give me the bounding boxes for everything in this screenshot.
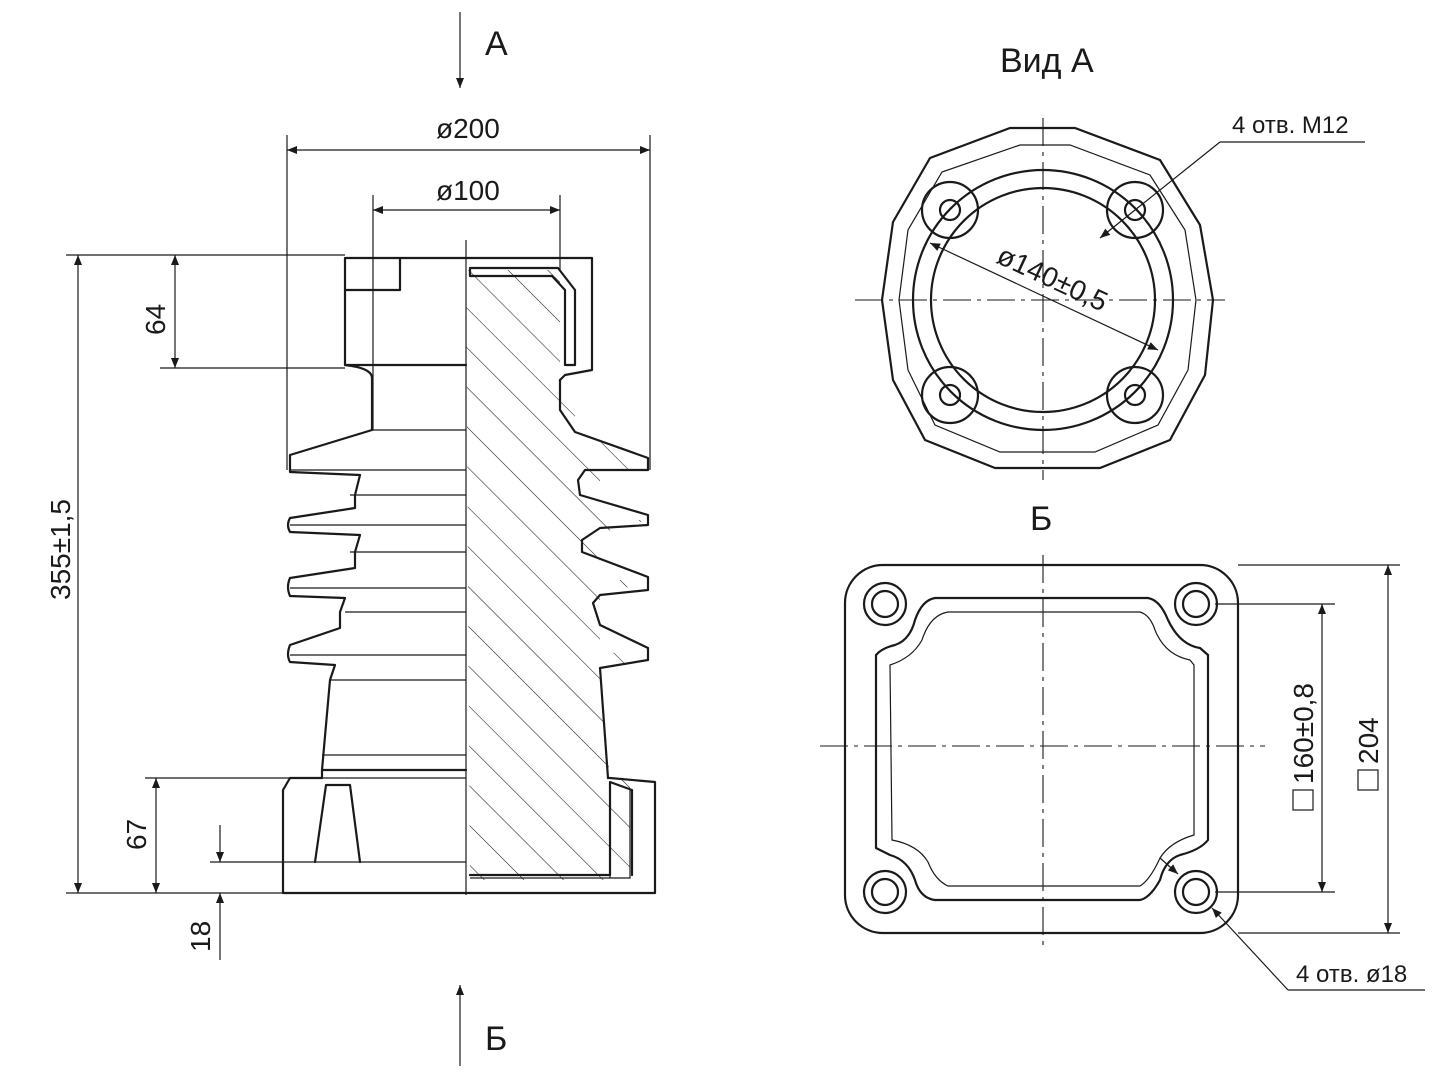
view-a: Вид А ø140±0,5 4 отв. М12 [855,42,1365,480]
dim-base-height: 18 [185,921,216,952]
view-a-title: Вид А [1000,42,1094,80]
dim-inner-diameter: ø100 [436,175,500,206]
arrow-b-label: Б [485,1020,507,1058]
holes-m12 [920,180,1165,425]
dim-top-height: 64 [140,304,171,335]
dim-outer-diameter: ø200 [436,113,500,144]
view-arrow-a: А [456,12,508,88]
view-arrow-b: Б [456,985,507,1066]
holes-d18 [862,581,1219,915]
view-b-title: Б [1030,500,1052,538]
holes-m12-label: 4 отв. М12 [1232,112,1349,139]
dim-square-outer: 204 [1353,717,1384,764]
view-b: Б 160±0,8 204 4 отв. [820,500,1425,991]
dim-bottom-height: 67 [121,819,152,850]
insulator-side-view: ø200 ø100 355±1,5 64 67 18 [45,113,657,960]
dim-total-height: 355±1,5 [45,499,76,600]
dim-circle-diameter: ø140±0,5 [992,239,1112,317]
dim-square-inner: 160±0,8 [1288,683,1319,784]
holes-d18-label: 4 отв. ø18 [1296,961,1407,988]
arrow-a-label: А [485,25,508,63]
